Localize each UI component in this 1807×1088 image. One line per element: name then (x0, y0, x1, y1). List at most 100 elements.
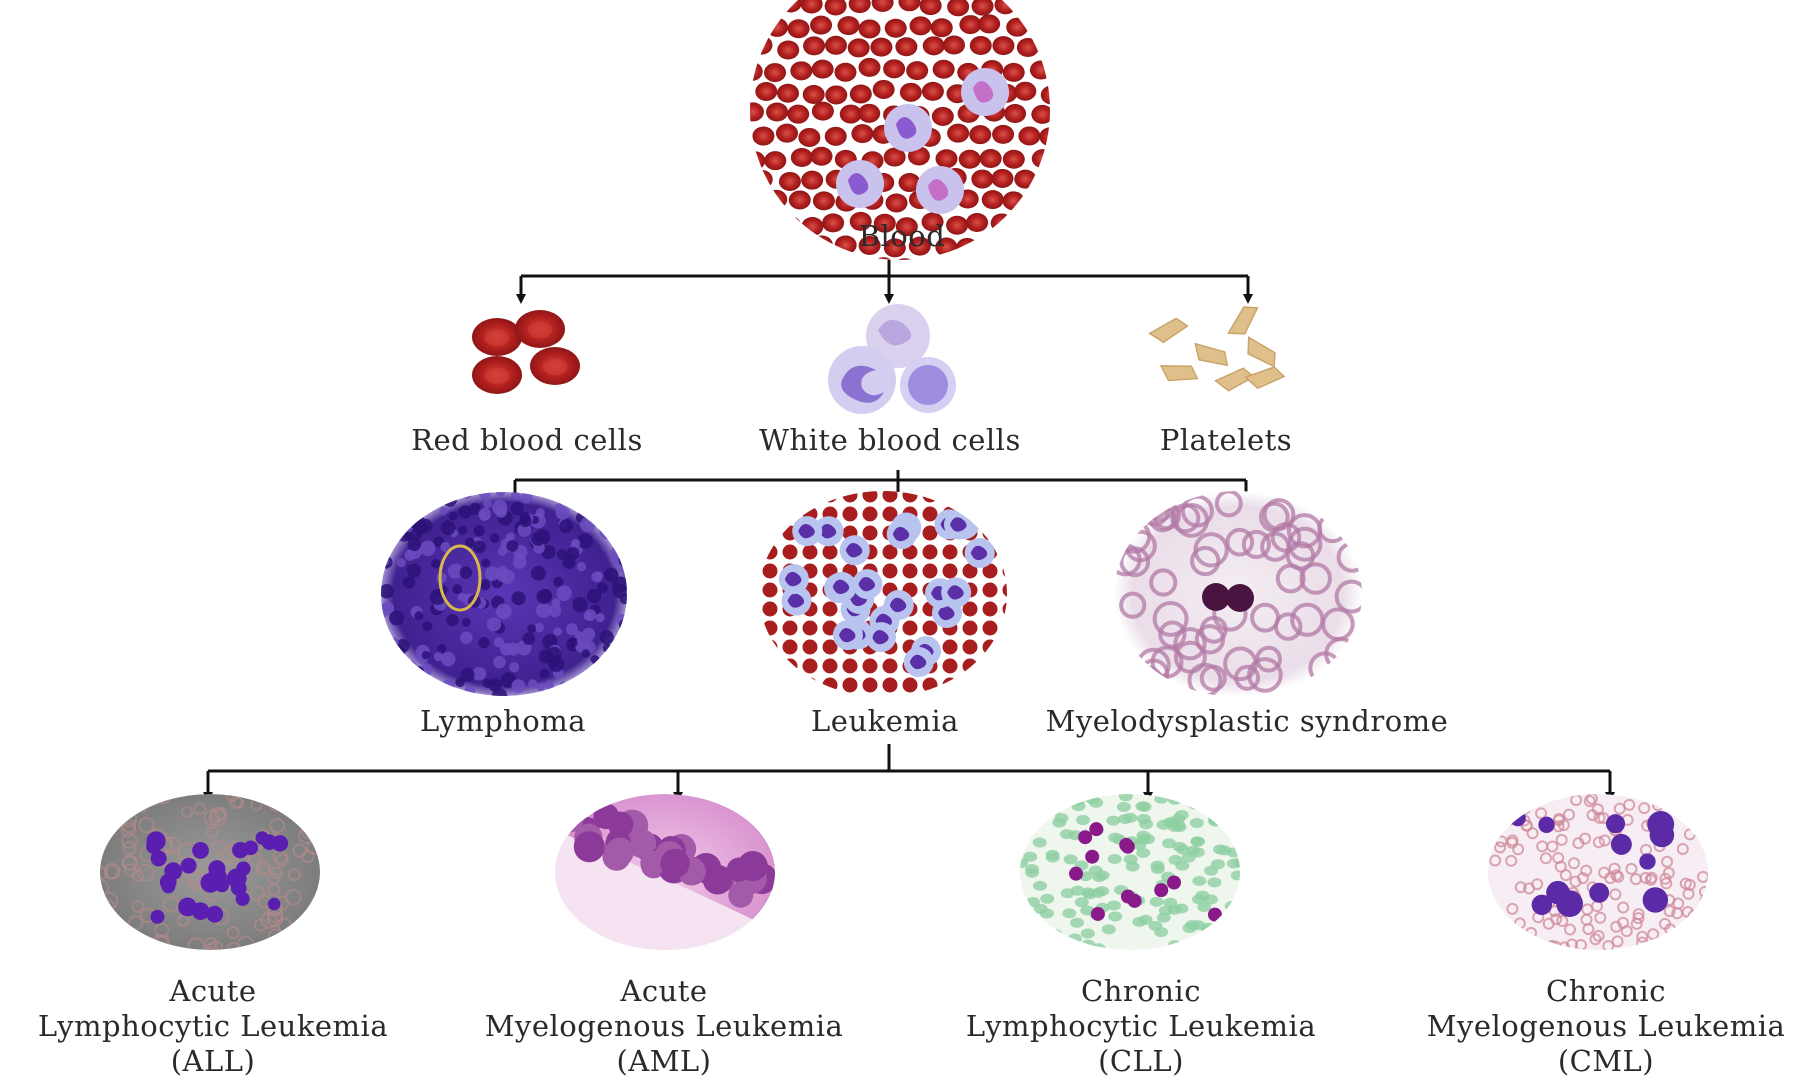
cml-red-cell (1652, 794, 1665, 807)
cml-red-cell (1671, 794, 1684, 803)
cll-lymphocyte (1120, 839, 1135, 854)
leukemia-red-cell (1002, 525, 1007, 541)
lymphoma-cell (602, 653, 611, 663)
cll-red-cell (1082, 889, 1097, 900)
red-cell (787, 19, 810, 39)
cll-red-cell (1020, 911, 1029, 922)
cml-red-cell (1699, 894, 1708, 907)
cll-red-cell (1232, 857, 1240, 868)
mds-cell (1250, 602, 1281, 633)
red-cell (776, 83, 799, 103)
leukemia-red-cell (782, 639, 798, 655)
all-red-cell (204, 936, 218, 950)
all-image (100, 794, 320, 950)
leukemia-red-cell (902, 620, 918, 636)
all-red-cell (150, 794, 168, 805)
leukemia-red-cell (802, 620, 818, 636)
lymphoma-cell (618, 665, 627, 674)
lymphoma-cell (433, 652, 444, 662)
red-cell (1042, 256, 1050, 260)
mds-cell (1262, 498, 1296, 531)
lymphoma-cell (577, 533, 593, 549)
cll-red-cell (1040, 893, 1055, 904)
red-cell (822, 213, 845, 233)
cml-red-cell (1687, 909, 1700, 922)
cml-granulocyte (1649, 822, 1675, 848)
red-cell (898, 0, 921, 12)
leukemia-red-cell (1002, 506, 1007, 522)
lymphoma-cell (448, 511, 458, 521)
cll-red-cell (1132, 916, 1147, 927)
leukemia-red-cell (982, 506, 998, 522)
lymphoma-cell (576, 561, 587, 572)
aml-label: Acute Myelogenous Leukemia (AML) (485, 974, 844, 1079)
cml-red-cell (1666, 938, 1679, 950)
red-cell (750, 169, 773, 189)
cml-red-cell (1514, 881, 1527, 894)
red-cell (922, 36, 945, 56)
all-blast-cell (178, 897, 197, 917)
cll-red-cell (1207, 877, 1222, 888)
all-blast-cell (161, 879, 176, 894)
red-cell (980, 235, 1003, 255)
red-cell (851, 124, 874, 144)
leukemia-red-cell (982, 639, 998, 655)
red-cell (1004, 104, 1027, 124)
red-cell (978, 14, 1001, 34)
cml-red-cell (1613, 802, 1626, 815)
cml-red-cell (1539, 852, 1552, 865)
cml-red-cell (1592, 929, 1605, 942)
cml-red-cell (1514, 929, 1527, 942)
cll-red-cell (1023, 851, 1038, 862)
red-cell (1040, 85, 1050, 105)
mds-cell (1190, 545, 1221, 577)
all-red-cell (137, 863, 155, 882)
lymphoma-cell (381, 526, 386, 535)
leukemia-red-cell (882, 544, 898, 560)
cll-red-cell (1022, 809, 1037, 820)
lymphoma-cell (422, 687, 433, 696)
red-cell (921, 212, 944, 232)
red-cell (1006, 17, 1029, 37)
red-cell (931, 106, 954, 126)
cll-red-cell (1208, 814, 1223, 825)
cll-red-cell (1149, 896, 1164, 907)
lymphoma-cell (395, 653, 407, 665)
cll-red-cell (1024, 803, 1039, 814)
cll-red-cell (1020, 916, 1030, 927)
all-red-cell (258, 862, 271, 876)
cll-red-cell (1106, 900, 1121, 911)
lymphoma-cell (565, 623, 578, 636)
lymphoma-cell (594, 571, 604, 581)
cll-red-cell (1190, 836, 1205, 847)
white-blood-cell-nucleus (841, 365, 884, 403)
all-red-cell (123, 863, 138, 878)
leukemia-red-cell (962, 601, 978, 617)
mds-cell (1149, 568, 1178, 597)
cll-red-cell (1195, 890, 1210, 901)
lymphoma-cell (553, 576, 564, 587)
platelet (1244, 366, 1286, 390)
cml-red-cell (1609, 888, 1622, 901)
red-cell (1014, 81, 1037, 101)
lymphoma-cell (389, 527, 399, 537)
lymphoma-cell (458, 505, 472, 519)
cll-red-cell (1156, 912, 1171, 923)
leukemia-red-cell (822, 677, 838, 693)
cll-red-cell (1108, 832, 1123, 843)
leukemia-white-cell-nucleus (838, 627, 856, 643)
red-cell (834, 235, 857, 255)
all-red-cell (275, 853, 289, 867)
cml-red-cell (1630, 917, 1643, 930)
red-cell (802, 84, 825, 104)
red-cell (981, 190, 1004, 210)
leukemia-red-cell (882, 563, 898, 579)
leukemia-red-cell (782, 658, 798, 674)
cll-red-cell (1136, 813, 1151, 824)
lymphoma-image (381, 492, 627, 696)
red-cell (750, 170, 752, 190)
all-red-cell (128, 794, 146, 809)
lymphoma-cell (458, 525, 468, 535)
cml-red-cell (1564, 923, 1577, 936)
all-red-cell (126, 794, 144, 806)
